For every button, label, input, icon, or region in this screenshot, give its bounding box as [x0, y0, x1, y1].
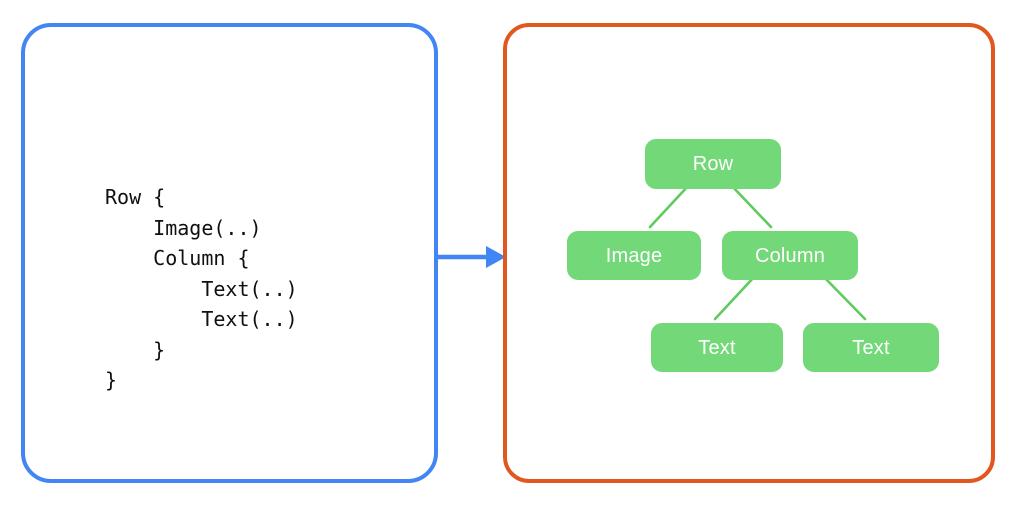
tree-edge-column-to-text1 — [713, 274, 757, 321]
tree-node-label: Row — [692, 153, 734, 175]
tree-node-image[interactable]: Image — [567, 231, 701, 280]
code-panel: Row { Image(..) Column { Text(..) Text(.… — [21, 23, 438, 483]
tree-node-text1[interactable]: Text — [651, 323, 783, 372]
tree-edge-column-to-text2 — [821, 274, 867, 321]
tree-node-label: Column — [754, 244, 826, 267]
tree-edges — [648, 183, 867, 321]
tree-node-label: Image — [605, 244, 663, 267]
tree-edge-row-to-column — [729, 183, 773, 229]
tree-node-text2[interactable]: Text — [803, 323, 939, 372]
composable-code-snippet: Row { Image(..) Column { Text(..) Text(.… — [105, 185, 298, 392]
arrow-right-icon — [436, 246, 506, 268]
arrow-head — [486, 246, 506, 268]
tree-node-row[interactable]: Row — [645, 139, 781, 189]
tree-node-column[interactable]: Column — [722, 231, 858, 280]
tree-edge-row-to-image — [648, 183, 691, 229]
tree-node-label: Text — [698, 336, 736, 359]
tree-node-label: Text — [852, 336, 890, 359]
